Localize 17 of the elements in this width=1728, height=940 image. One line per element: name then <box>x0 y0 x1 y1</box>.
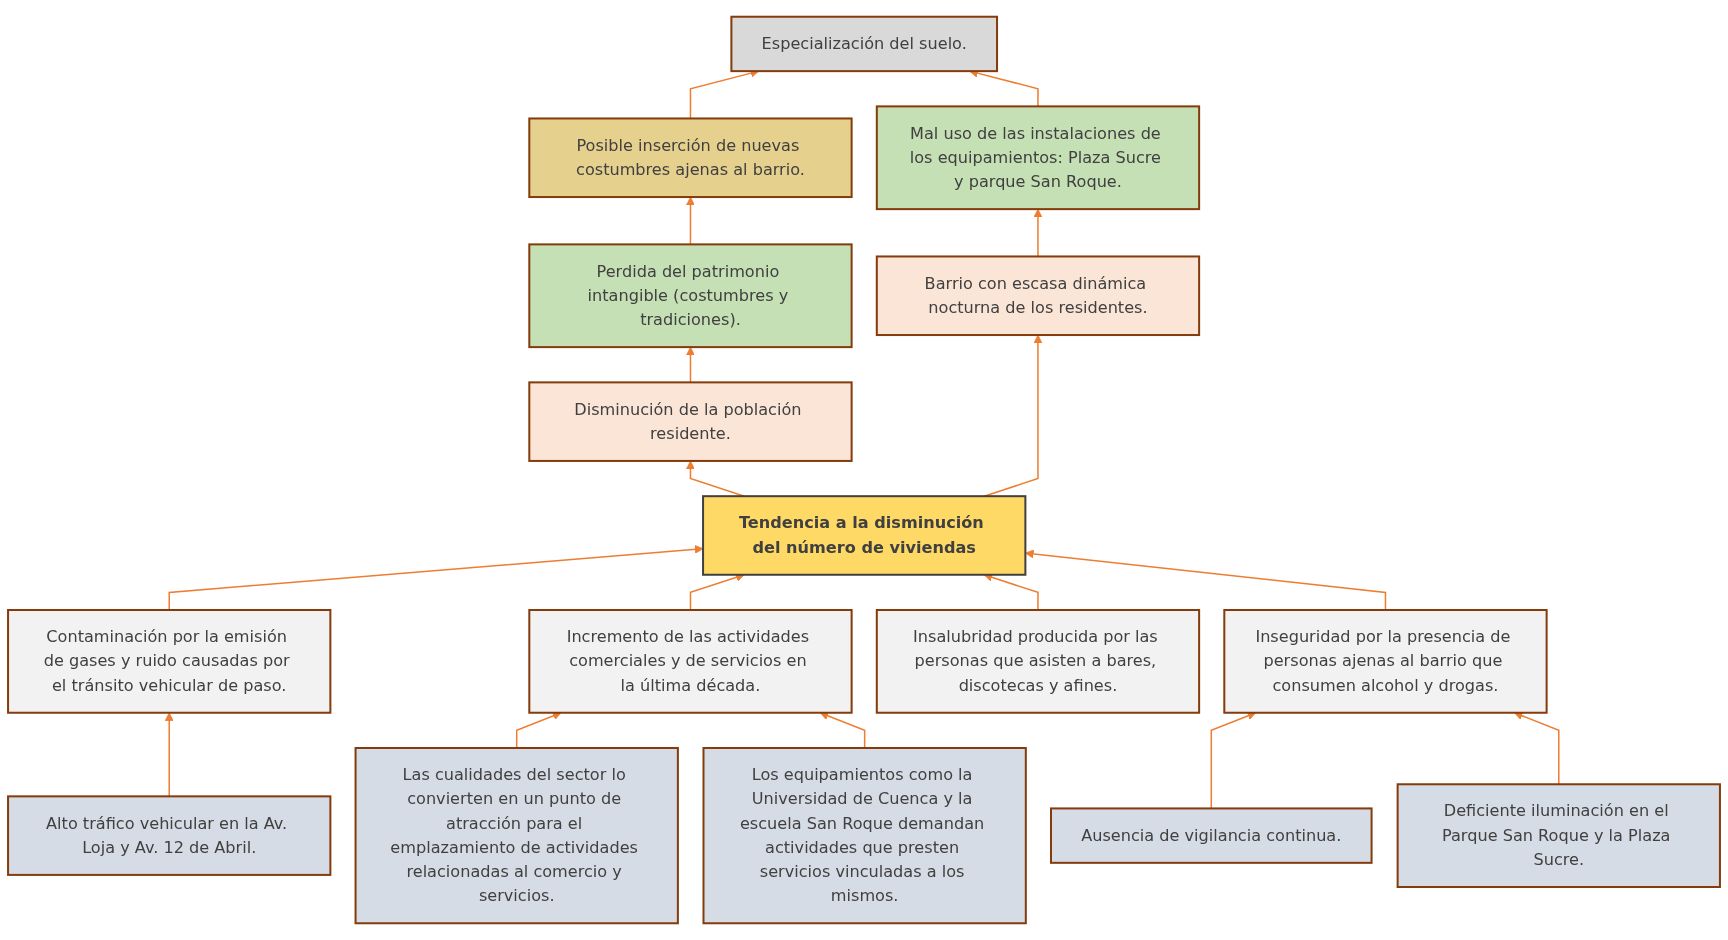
arrow <box>168 544 704 611</box>
node-box: Inseguridad por la presencia de personas ajenas al barrio que consumen alcohol y drogas. <box>1223 609 1548 714</box>
node-box: Posible inserción de nuevas costumbres ajenas al barrio. <box>528 117 853 199</box>
node-box: Especialización del suelo. <box>730 15 999 73</box>
node-box: Incremento de las actividades comerciales y de servicios en la última década. <box>528 609 853 714</box>
node-box: Ausencia de vigilancia continua. <box>1050 807 1373 864</box>
node-box: Deficiente iluminación en el Parque San Roque y la Plaza Sucre. <box>1396 783 1721 888</box>
node-box: Insalubridad producida por las personas que asisten a bares, discotecas y afines. <box>875 609 1201 714</box>
node-box: Perdida del patrimonio intangible (costumbres y tradiciones). <box>528 243 853 349</box>
node-box: Los equipamientos como la Universidad de Cuenca y la escuela San Roque demandan actividades que presten servicios vinculadas a los mismos. <box>702 747 1027 925</box>
node-box: Contaminación por la emisión de gases y ruido causadas por el tránsito vehicular de paso. <box>7 609 332 714</box>
node-box: Alto tráfico vehicular en la Av. Loja y Av. 12 de Abril. <box>7 795 332 876</box>
node-box: Barrio con escasa dinámica nocturna de los residentes. <box>875 255 1201 337</box>
node-box: Tendencia a la disminución del número de viviendas <box>702 495 1027 576</box>
node-box: Disminución de la población residente. <box>528 381 853 462</box>
node-box: Las cualidades del sector lo convierten en un punto de atracción para el emplazamiento de actividades relacionadas al comercio y servicios. <box>354 747 679 925</box>
node-box: Mal uso de las instalaciones de los equipamientos: Plaza Sucre y parque San Roque. <box>875 105 1201 211</box>
